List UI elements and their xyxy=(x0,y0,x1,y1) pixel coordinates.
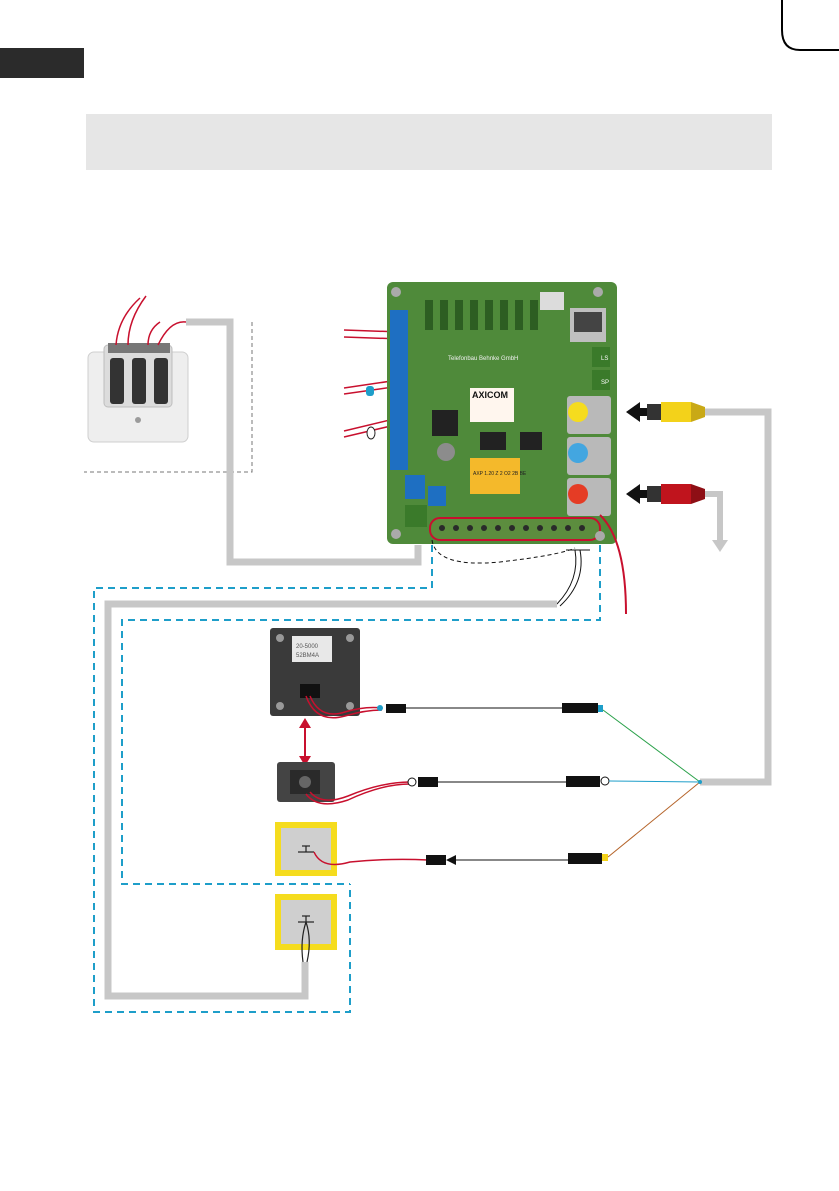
pushbutton-2 xyxy=(275,894,337,962)
rca-socket-red xyxy=(568,484,588,504)
video-cable xyxy=(700,412,768,782)
rca-plug-red xyxy=(647,484,705,504)
fanout-wires xyxy=(603,710,700,857)
monitor-label-2: 52BM4A xyxy=(296,653,319,659)
blue-wire-marker xyxy=(366,386,374,396)
dashed-enclosure-inner xyxy=(122,545,600,884)
rca-socket-blue xyxy=(568,443,588,463)
monitor-label-1: 20-5000 xyxy=(296,644,319,650)
audio-cable xyxy=(705,494,720,540)
connector-row-1 xyxy=(377,703,603,713)
monitor-module: 20-5000 52BM4A xyxy=(270,628,360,716)
phone-socket xyxy=(88,343,188,442)
relay-label: AXP 1.20 Z 2 O2 2B BE xyxy=(473,471,527,477)
terminal-sp-label: SP xyxy=(601,380,609,386)
rca-plug-yellow xyxy=(647,402,705,422)
connector-row-2 xyxy=(408,776,609,787)
arrow-down-icon xyxy=(712,540,728,552)
cable-junction xyxy=(698,780,702,784)
cable-socket-to-board xyxy=(186,322,418,562)
bidirectional-arrow-icon xyxy=(299,718,311,766)
camera-module xyxy=(277,762,335,802)
board-brand-label: AXICOM xyxy=(472,390,508,400)
white-wire-marker xyxy=(367,427,375,439)
board-maker-label: Telefonbau Behnke GmbH xyxy=(448,356,518,362)
pushbutton-1 xyxy=(275,822,337,876)
black-wires-to-cable xyxy=(557,550,590,606)
connector-row-3 xyxy=(426,853,608,865)
rca-socket-yellow xyxy=(568,402,588,422)
rca-sockets xyxy=(567,396,611,516)
terminal-ls-label: LS xyxy=(601,356,608,362)
socket-wires xyxy=(116,296,186,345)
dashed-enclosure-outer xyxy=(94,545,432,1012)
